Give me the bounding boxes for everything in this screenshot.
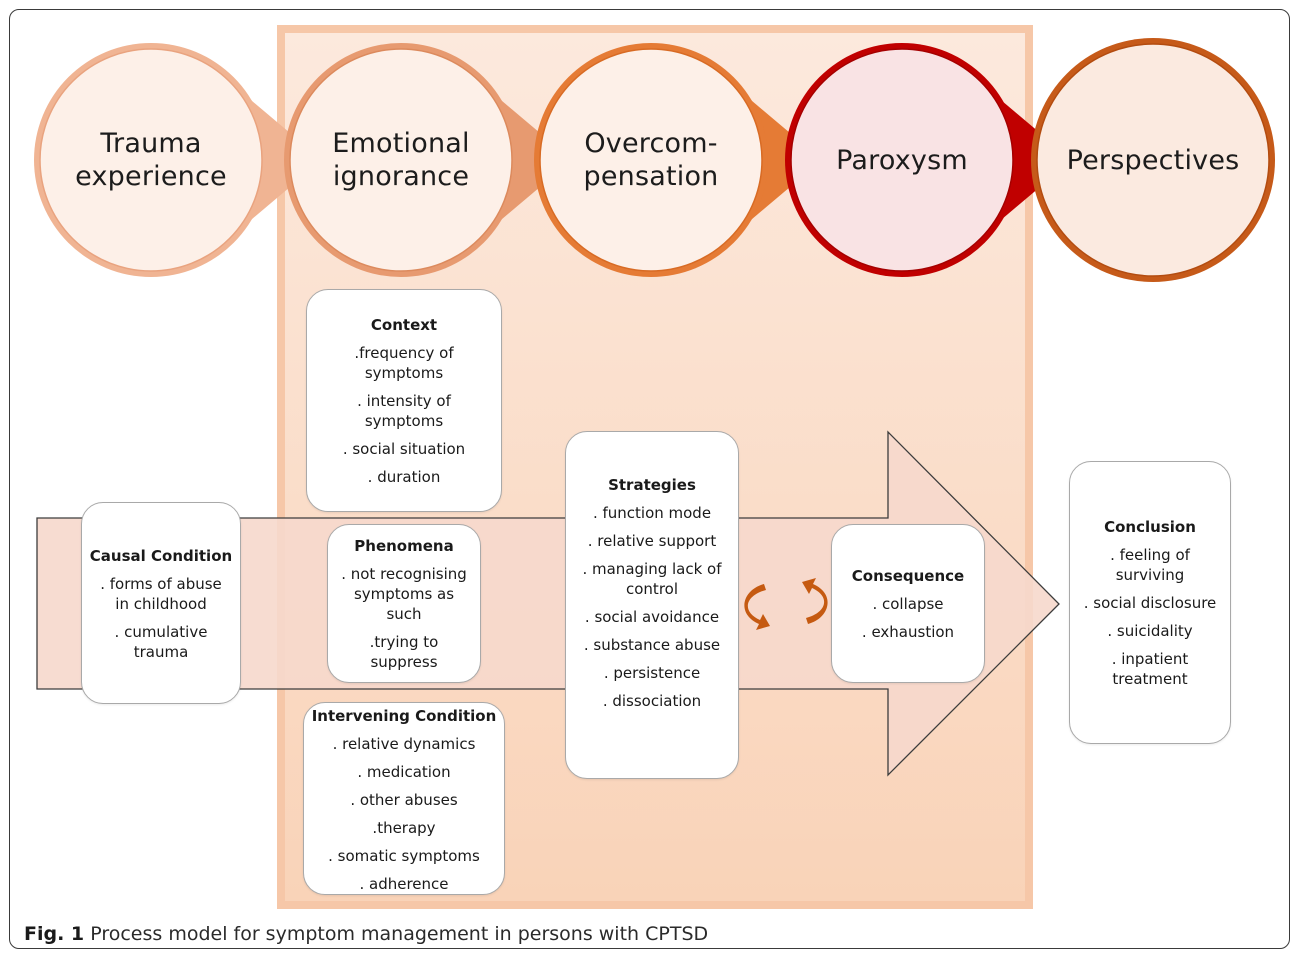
intervening-condition-card: Intervening Condition . relative dynamic… <box>303 702 505 895</box>
cycle-arrows-icon <box>744 578 828 630</box>
consequence-card: Consequence . collapse . exhaustion <box>831 524 985 683</box>
conclusion-card: Conclusion . feeling of surviving . soci… <box>1069 461 1231 744</box>
stage-label-paroxysm: Paroxysm <box>836 145 968 176</box>
conclusion-item: . social disclosure <box>1083 594 1217 612</box>
stage-label-perspectives: Perspectives <box>1066 145 1240 176</box>
figure-frame <box>9 9 1290 949</box>
stage-circle-1 <box>34 43 322 277</box>
strategies-card: Strategies . function mode . relative su… <box>565 431 739 779</box>
strategies-title: Strategies <box>608 476 696 494</box>
phenomena-item: .trying to suppress <box>369 633 439 671</box>
stage-circle-5 <box>1031 38 1275 282</box>
intervening-condition-item: . somatic symptoms <box>328 847 480 865</box>
intervening-condition-item: . relative dynamics <box>332 735 476 753</box>
figure-caption: Fig. 1 Process model for symptom managem… <box>24 923 708 945</box>
context-card: Context .frequency of symptoms . intensi… <box>306 289 502 512</box>
conclusion-item: . feeling of surviving <box>1110 546 1190 584</box>
stage-circle-3 <box>534 43 822 277</box>
causal-condition-title: Causal Condition <box>89 547 233 565</box>
stage-label-overcompensation: Overcom- pensation <box>583 128 719 192</box>
stage-circle-4 <box>785 43 1072 277</box>
context-item: . social situation <box>342 440 466 458</box>
intervening-condition-item: .therapy <box>372 819 436 837</box>
stage-label-emotional-ignorance: Emotional ignorance <box>332 128 470 192</box>
stage-circle-2 <box>284 43 572 277</box>
conclusion-title: Conclusion <box>1104 518 1196 536</box>
conclusion-item: . suicidality <box>1107 622 1193 640</box>
figure-caption-text: Process model for symptom management in … <box>90 923 709 945</box>
causal-condition-card: Causal Condition . forms of abuse in chi… <box>81 502 241 704</box>
context-item: .frequency of symptoms <box>354 344 454 382</box>
strategies-item: . function mode <box>592 504 712 522</box>
context-item: . duration <box>367 468 441 486</box>
intervening-condition-title: Intervening Condition <box>311 707 497 725</box>
intervening-condition-item: . adherence <box>359 875 449 893</box>
causal-condition-item: . forms of abuse in childhood <box>100 575 222 613</box>
strategies-item: . dissociation <box>602 692 702 710</box>
figure-caption-label: Fig. 1 <box>24 923 85 945</box>
consequence-item: . exhaustion <box>861 623 955 641</box>
strategies-item: . social avoidance <box>584 608 720 626</box>
strategies-item: . substance abuse <box>583 636 721 654</box>
stage-label-trauma-experience: Trauma experience <box>75 128 227 192</box>
phenomena-card: Phenomena . not recognising symptoms as … <box>327 524 481 683</box>
phenomena-item: . not recognising symptoms as such <box>341 565 467 623</box>
strategies-item: . persistence <box>603 664 701 682</box>
strategies-item: . relative support <box>587 532 717 550</box>
intervening-condition-item: . other abuses <box>350 791 458 809</box>
consequence-title: Consequence <box>851 567 965 585</box>
causal-condition-item: . cumulative trauma <box>114 623 208 661</box>
intervening-condition-item: . medication <box>357 763 451 781</box>
strategies-item: . managing lack of control <box>582 560 722 598</box>
context-item: . intensity of symptoms <box>357 392 451 430</box>
consequence-item: . collapse <box>872 595 944 613</box>
conclusion-item: . inpatient treatment <box>1111 650 1189 688</box>
context-title: Context <box>370 316 438 334</box>
phenomena-title: Phenomena <box>354 537 454 555</box>
